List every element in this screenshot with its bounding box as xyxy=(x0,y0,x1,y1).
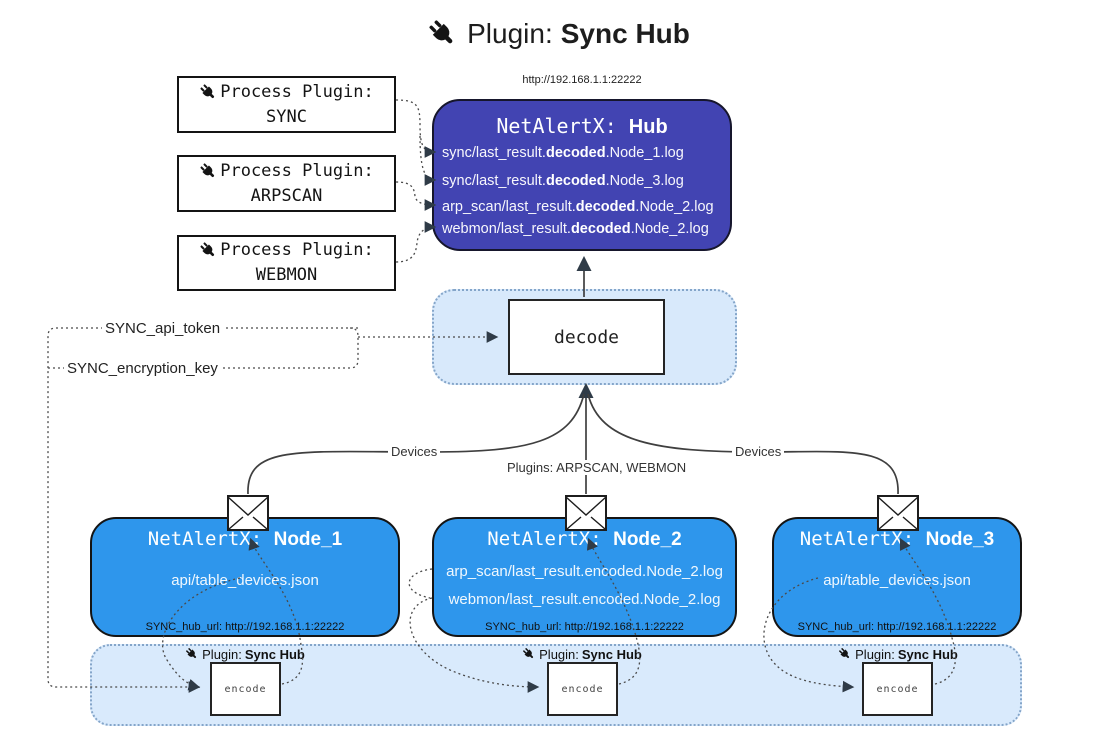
node-footer: SYNC_hub_url: http://192.168.1.1:22222 xyxy=(797,621,997,633)
plug-icon xyxy=(199,241,218,260)
node-title: NetAlertX: Node_1 xyxy=(147,528,343,550)
process-plugin-arpscan: Process Plugin: ARPSCAN xyxy=(177,155,396,212)
decode-box: decode xyxy=(508,299,665,375)
process-plugin-name: WEBMON xyxy=(255,265,318,285)
node-2-box: NetAlertX: Node_2 arp_scan/last_result.e… xyxy=(432,517,737,637)
hub-title: NetAlertX: Hub xyxy=(434,114,730,139)
edge-node2-curl xyxy=(408,568,433,599)
process-plugin-sync: Process Plugin: SYNC xyxy=(177,76,396,133)
hub-box: NetAlertX: Hub sync/last_result.decoded.… xyxy=(432,99,732,251)
process-plugin-webmon: Process Plugin: WEBMON xyxy=(177,235,396,291)
encoder-label-1: Plugin:Sync Hub xyxy=(185,646,305,662)
node-file-line: arp_scan/last_result.encoded.Node_2.log xyxy=(446,563,723,580)
hub-log-line: sync/last_result.decoded.Node_1.log xyxy=(442,145,684,161)
process-plugin-name: SYNC xyxy=(266,106,307,127)
plug-icon xyxy=(522,647,536,661)
plug-icon xyxy=(185,647,199,661)
node-file-line: webmon/last_result.encoded.Node_2.log xyxy=(448,591,721,608)
node-footer: SYNC_hub_url: http://192.168.1.1:22222 xyxy=(145,621,345,633)
edge-sync-to-hub-1 xyxy=(395,99,437,158)
process-plugin-label: Process Plugin: xyxy=(220,81,374,102)
encode-box-3: encode xyxy=(862,662,933,716)
page-title: Plugin: Sync Hub xyxy=(0,14,1117,54)
hub-log-line: webmon/last_result.decoded.Node_2.log xyxy=(442,221,709,237)
encode-box-1: encode xyxy=(210,662,281,716)
edge-label-devices-left: Devices xyxy=(388,444,441,459)
edge-arpscan-to-hub xyxy=(395,181,437,211)
sync-encryption-key-label: SYNC_encryption_key xyxy=(64,360,221,377)
encoder-label-2: Plugin:Sync Hub xyxy=(522,646,642,662)
process-plugin-label: Process Plugin: xyxy=(220,160,374,181)
plug-icon xyxy=(199,162,218,181)
edge-label-plugins: Plugins: ARPSCAN, WEBMON xyxy=(504,460,690,475)
node-title: NetAlertX: Node_2 xyxy=(487,528,682,550)
plug-icon xyxy=(199,83,218,102)
node-title: NetAlertX: Node_3 xyxy=(799,528,995,550)
encode-box-2: encode xyxy=(547,662,618,716)
title-prefix: Plugin: xyxy=(467,18,553,49)
edge-label-devices-right: Devices xyxy=(732,444,785,459)
hub-title-prefix: NetAlertX: xyxy=(496,114,629,138)
node-3-box: NetAlertX: Node_3 api/table_devices.json… xyxy=(772,517,1022,637)
node-1-box: NetAlertX: Node_1 api/table_devices.json… xyxy=(90,517,400,637)
node-file-line: api/table_devices.json xyxy=(171,572,319,589)
plug-icon xyxy=(427,18,459,50)
process-plugin-name: ARPSCAN xyxy=(250,185,323,206)
sync-api-token-label: SYNC_api_token xyxy=(102,320,224,337)
hub-log-line: arp_scan/last_result.decoded.Node_2.log xyxy=(442,199,714,215)
plug-icon xyxy=(838,647,852,661)
edge-webmon-to-hub xyxy=(395,221,437,263)
process-plugin-label: Process Plugin: xyxy=(220,240,374,260)
node-footer: SYNC_hub_url: http://192.168.1.1:22222 xyxy=(485,621,684,633)
hub-url: http://192.168.1.1:22222 xyxy=(522,74,642,86)
node-file-line: api/table_devices.json xyxy=(823,572,971,589)
encoder-label-3: Plugin:Sync Hub xyxy=(838,646,958,662)
hub-title-name: Hub xyxy=(628,116,668,138)
title-name: Sync Hub xyxy=(560,18,690,49)
hub-log-line: sync/last_result.decoded.Node_3.log xyxy=(442,173,684,189)
